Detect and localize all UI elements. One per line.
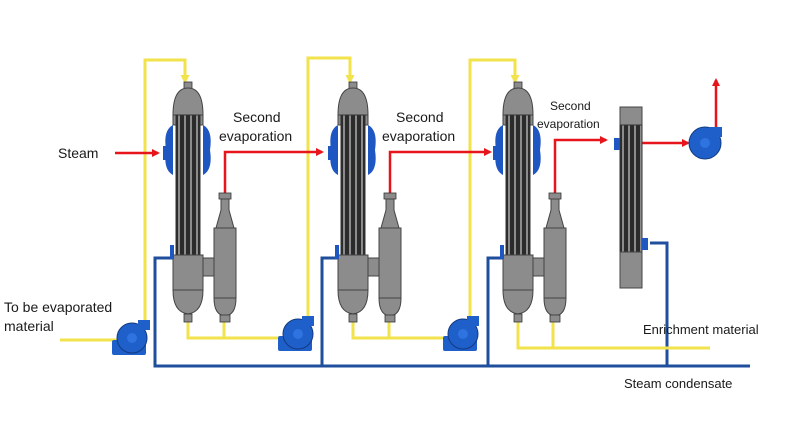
- second-evaporation-label-3-line1: Second: [550, 99, 591, 113]
- condenser-icon: [614, 106, 648, 289]
- feed-lines: [60, 56, 710, 350]
- pump-stage-3: [443, 316, 479, 351]
- condensate-lines: [153, 241, 750, 368]
- separator-vessel-icon: [543, 192, 567, 323]
- second-evaporation-label-2-line1: Second: [396, 109, 443, 125]
- feed-label-line1: To be evaporated: [4, 299, 112, 315]
- evaporator-column-icon: [493, 81, 546, 323]
- enrichment-material-label: Enrichment material: [643, 322, 759, 337]
- pump-feed: [112, 320, 150, 355]
- separator-vessel-icon: [378, 192, 402, 323]
- separator-vessel-icon: [213, 192, 237, 323]
- evaporator-column-icon: [328, 81, 381, 323]
- steam-lines: [115, 78, 720, 195]
- pump-stage-2: [278, 316, 314, 351]
- second-evaporation-label-3-line2: evaporation: [537, 117, 600, 131]
- evaporator-unit-1: [163, 81, 237, 323]
- evaporator-column-icon: [163, 81, 216, 323]
- feed-label-line2: material: [4, 318, 54, 334]
- vacuum-pump-icon: [688, 126, 722, 160]
- second-evaporation-label-2-line2: evaporation: [382, 128, 455, 144]
- steam-label: Steam: [58, 145, 98, 161]
- evaporator-unit-2: [328, 81, 402, 323]
- evaporator-unit-3: [493, 81, 567, 323]
- steam-condensate-label: Steam condensate: [624, 376, 732, 391]
- second-evaporation-label-1-line2: evaporation: [219, 128, 292, 144]
- second-evaporation-label-1-line1: Second: [233, 109, 280, 125]
